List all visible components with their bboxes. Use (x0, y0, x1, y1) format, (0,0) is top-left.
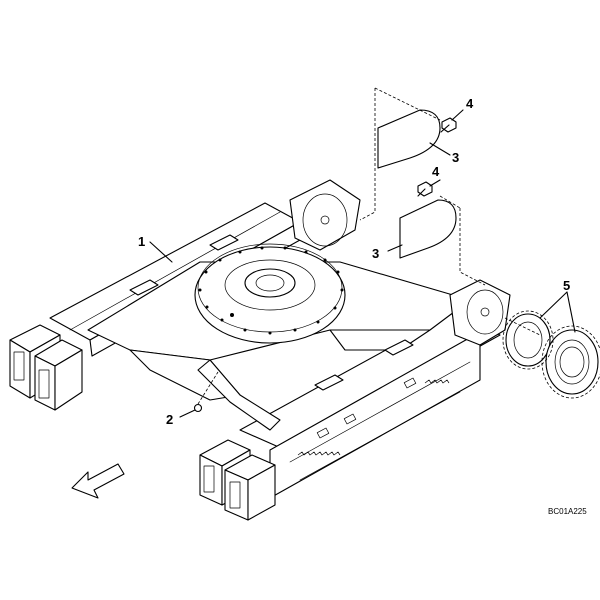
sprocket (502, 310, 600, 399)
bolt-lower (417, 181, 433, 197)
cover-plate-lower (399, 199, 457, 259)
callout-4-lower: 4 (432, 164, 440, 179)
bolt-upper (440, 117, 457, 133)
callout-3-upper: 3 (452, 150, 459, 165)
drawing-id: BC01A225 (548, 507, 587, 516)
bearing-bolt-holes (198, 246, 344, 335)
callout-3-lower: 3 (372, 246, 379, 261)
callout-2: 2 (166, 412, 173, 427)
plug (193, 403, 203, 413)
front-arrow-icon (71, 463, 125, 499)
callout-5: 5 (563, 278, 570, 293)
undercarriage-frame (9, 179, 511, 521)
assembly-lines (197, 87, 541, 405)
cover-plate-upper (377, 109, 441, 169)
leader-lines (149, 109, 576, 418)
callout-1: 1 (138, 234, 145, 249)
callout-4-upper: 4 (466, 96, 474, 111)
